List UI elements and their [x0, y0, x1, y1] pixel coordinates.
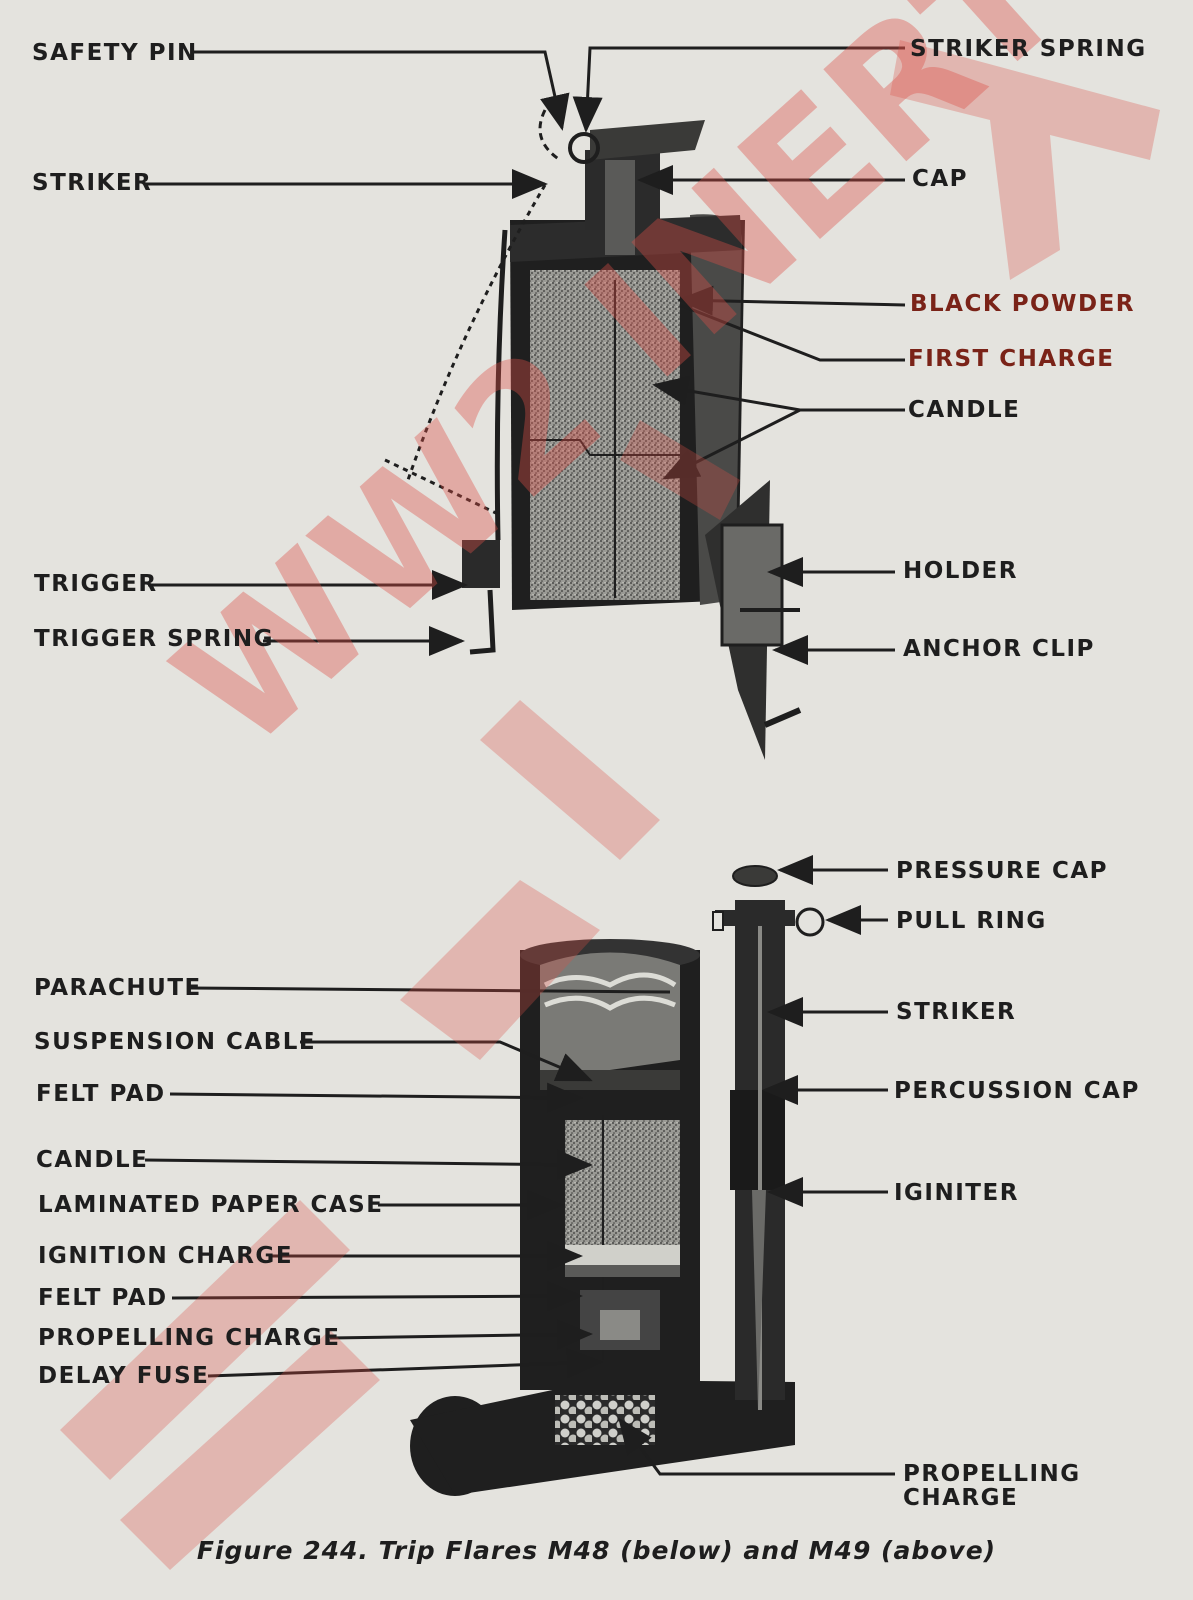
label-black-powder: BLACK POWDER	[910, 291, 1135, 317]
label-holder: HOLDER	[903, 558, 1018, 584]
label-felt-pad-lower: FELT PAD	[38, 1285, 168, 1311]
label-first-charge: FIRST CHARGE	[908, 346, 1115, 372]
m49-leader-lines	[145, 46, 906, 665]
figure-caption: Figure 244. Trip Flares M48 (below) and …	[196, 1536, 997, 1565]
label-anchor-clip: ANCHOR CLIP	[903, 636, 1095, 662]
label-trigger: TRIGGER	[34, 571, 158, 597]
label-propelling-charge-left: PROPELLING CHARGE	[38, 1325, 341, 1351]
label-delay-fuse: DELAY FUSE	[38, 1363, 210, 1389]
label-pull-ring: PULL RING	[896, 908, 1047, 934]
label-striker-spring: STRIKER SPRING	[910, 36, 1147, 62]
label-felt-pad-upper: FELT PAD	[36, 1081, 166, 1107]
label-striker-m49: STRIKER	[32, 170, 153, 196]
label-cap: CAP	[912, 166, 969, 192]
label-striker-m48: STRIKER	[896, 999, 1017, 1025]
watermark-graphics	[60, 40, 1160, 1570]
label-pressure-cap: PRESSURE CAP	[896, 858, 1109, 884]
label-candle-m49: CANDLE	[908, 397, 1021, 423]
label-trigger-spring: TRIGGER SPRING	[34, 626, 274, 652]
label-percussion-cap: PERCUSSION CAP	[894, 1078, 1140, 1104]
m49-flare-illustration	[384, 109, 802, 760]
label-propelling-charge-bottom: PROPELLING CHARGE	[903, 1461, 1081, 1511]
label-candle-m48: CANDLE	[36, 1147, 149, 1173]
m48-leader-lines	[144, 855, 895, 1476]
label-safety-pin: SAFETY PIN	[32, 40, 198, 66]
label-laminated-paper-case: LAMINATED PAPER CASE	[38, 1192, 384, 1218]
label-suspension-cable: SUSPENSION CABLE	[34, 1029, 317, 1055]
label-igniter: IGINITER	[894, 1180, 1019, 1206]
m48-flare-illustration	[410, 865, 825, 1496]
label-parachute: PARACHUTE	[34, 975, 202, 1001]
label-ignition-charge: IGNITION CHARGE	[38, 1243, 294, 1269]
